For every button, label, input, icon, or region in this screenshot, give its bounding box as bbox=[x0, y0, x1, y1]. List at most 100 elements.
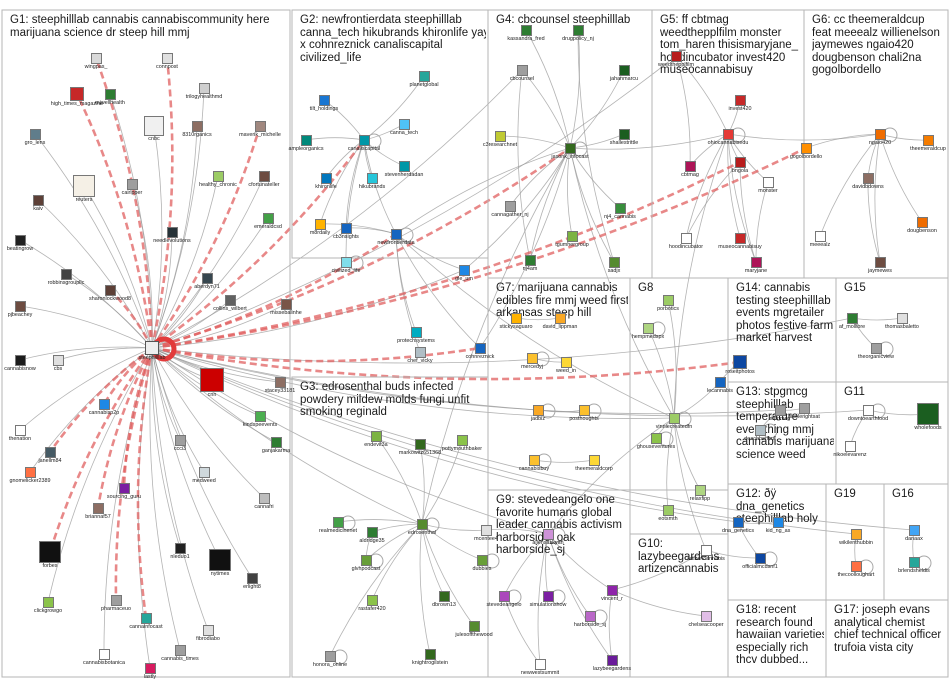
node-n128[interactable]: nicolerightsat bbox=[774, 403, 834, 421]
node-n137[interactable]: vincent_r bbox=[582, 585, 642, 603]
node-n93[interactable]: meeealz bbox=[790, 231, 850, 249]
node-n149[interactable]: brlendsheldis bbox=[884, 557, 944, 575]
node-n103[interactable]: porbotics bbox=[638, 295, 698, 313]
node-n23[interactable]: pjbeachey bbox=[0, 301, 50, 319]
node-n19[interactable]: aberdyn71 bbox=[177, 273, 237, 291]
node-n121[interactable]: rastafer420 bbox=[342, 595, 402, 613]
node-n17[interactable]: beatingrow bbox=[0, 235, 50, 253]
node-n140[interactable]: lazybeegardens bbox=[582, 655, 642, 673]
node-n18[interactable]: robbinsgroupllc bbox=[36, 269, 96, 287]
node-n62[interactable]: civilized_life bbox=[316, 257, 376, 275]
node-n81[interactable]: ohiocannabisedu bbox=[698, 129, 758, 147]
node-n148[interactable]: danaax bbox=[884, 525, 944, 543]
node-n124[interactable]: honora_online bbox=[300, 651, 360, 669]
node-n37[interactable]: medweed bbox=[174, 467, 234, 485]
node-n53[interactable]: ampleorganics bbox=[276, 135, 336, 153]
node-n15[interactable]: needlevolutions bbox=[142, 227, 202, 245]
node-n136[interactable]: simulationshow bbox=[518, 591, 578, 609]
node-n113[interactable]: theorganicview bbox=[846, 343, 906, 361]
node-n72[interactable]: jasonk_infocast bbox=[540, 143, 600, 161]
node-n84[interactable]: monster bbox=[738, 177, 798, 195]
node-n125[interactable]: knightrogilstein bbox=[400, 649, 460, 667]
node-n33[interactable]: janellm84 bbox=[20, 447, 80, 465]
node-n138[interactable]: harborside_sj bbox=[560, 611, 620, 629]
node-n104[interactable]: hempmedspx bbox=[618, 323, 678, 341]
node-n46[interactable]: cannainfocast bbox=[116, 613, 176, 631]
node-n96[interactable]: david_lippman bbox=[530, 313, 590, 331]
node-n4[interactable]: mjwellhealth bbox=[80, 89, 140, 107]
node-n6[interactable]: gro_lens bbox=[5, 129, 65, 147]
node-n34[interactable]: ganjakarma bbox=[246, 437, 306, 455]
node-n105[interactable]: vinniecreatedfn bbox=[644, 413, 704, 431]
node-n77[interactable]: nj4am bbox=[500, 255, 560, 273]
node-n108[interactable]: eotsmth bbox=[638, 505, 698, 523]
node-n29[interactable]: cannabisp2p bbox=[74, 399, 134, 417]
node-n28[interactable]: stacey33181 bbox=[250, 377, 310, 395]
node-n87[interactable]: maryjane bbox=[726, 257, 786, 275]
node-n48[interactable]: cannabis_times bbox=[150, 645, 210, 663]
node-n86[interactable]: museocannabisuy bbox=[710, 233, 770, 251]
node-n83[interactable]: bngola bbox=[710, 157, 770, 175]
node-n67[interactable]: kassandra_fred bbox=[496, 25, 556, 43]
node-n61[interactable]: newfrontierdata bbox=[366, 229, 426, 247]
node-n101[interactable]: cannabisbuy bbox=[504, 455, 564, 473]
node-n92[interactable]: dougbenson bbox=[892, 217, 950, 235]
node-n70[interactable]: jahanmarcu bbox=[594, 65, 654, 83]
node-n8[interactable]: 8310rganics bbox=[167, 121, 227, 139]
node-n120[interactable]: glvhpodcast bbox=[336, 555, 396, 573]
node-n85[interactable]: hoodincubator bbox=[656, 233, 716, 251]
node-n13[interactable]: cfortunateller bbox=[234, 171, 294, 189]
node-n145[interactable]: officialmcdsnf1 bbox=[730, 553, 790, 571]
node-n91[interactable]: davidbdowns bbox=[838, 173, 898, 191]
node-n69[interactable]: cbcounsel bbox=[492, 65, 552, 83]
node-n22[interactable]: missebalinhe bbox=[256, 299, 316, 317]
node-n65[interactable]: chef_vicky bbox=[390, 347, 450, 365]
node-n54[interactable]: canaliscapital bbox=[334, 135, 394, 153]
node-n38[interactable]: briannaf57 bbox=[68, 503, 128, 521]
node-n50[interactable]: lastly bbox=[120, 663, 180, 681]
node-n55[interactable]: canna_tech bbox=[374, 119, 434, 137]
node-n112[interactable]: thomasbaletto bbox=[872, 313, 932, 331]
node-n45[interactable]: pharmaceuo bbox=[86, 595, 146, 613]
node-n40[interactable]: forbes bbox=[20, 541, 80, 570]
node-n100[interactable]: posthoughts bbox=[554, 405, 614, 423]
node-n14[interactable]: kaiv bbox=[8, 195, 68, 213]
node-n30[interactable]: thenation bbox=[0, 425, 50, 443]
node-n134[interactable]: allensaskyan bbox=[518, 529, 578, 547]
node-n66[interactable]: cohnreznick bbox=[450, 343, 510, 361]
node-n35[interactable]: gnomelicker2389 bbox=[0, 467, 60, 485]
node-n144[interactable]: kid_ng_as bbox=[748, 517, 808, 535]
node-n32[interactable]: ccci3 bbox=[150, 435, 210, 453]
node-n24[interactable]: steephilllab bbox=[122, 341, 182, 362]
node-n44[interactable]: clickgrowgo bbox=[18, 597, 78, 615]
node-n21[interactable]: collins_wilbert bbox=[200, 295, 260, 313]
node-n51[interactable]: tilt_holdings bbox=[294, 95, 354, 113]
node-n98[interactable]: weed_in bbox=[536, 357, 596, 375]
node-n2[interactable]: connpost bbox=[137, 53, 197, 71]
node-n43[interactable]: erlight8 bbox=[222, 573, 282, 591]
node-n74[interactable]: cannagather_nj bbox=[480, 201, 540, 219]
node-n76[interactable]: tgumhergroup bbox=[542, 231, 602, 249]
node-n71[interactable]: c3researchnet bbox=[470, 131, 530, 149]
node-n39[interactable]: cannafri bbox=[234, 493, 294, 511]
node-n88[interactable]: gogolbordello bbox=[776, 143, 836, 161]
node-n133[interactable]: mcentee4 bbox=[456, 525, 516, 543]
node-n126[interactable]: dubbies bbox=[452, 555, 512, 573]
node-n147[interactable]: thecoolloughart bbox=[826, 561, 886, 579]
node-n78[interactable]: sadjx bbox=[584, 257, 644, 275]
node-n142[interactable]: artizencannabis bbox=[676, 545, 736, 563]
node-n131[interactable]: wholefoods bbox=[898, 403, 950, 432]
node-n141[interactable]: chelseacooper bbox=[676, 611, 736, 629]
node-n122[interactable]: dbrown13 bbox=[414, 591, 474, 609]
node-n107[interactable]: relaxfipp bbox=[670, 485, 730, 503]
node-n1[interactable]: wingpas_ bbox=[66, 53, 126, 71]
node-n27[interactable]: cnn bbox=[182, 368, 242, 399]
node-n123[interactable]: julesoffthewood bbox=[444, 621, 504, 639]
node-n36[interactable]: sourcing_guru bbox=[94, 483, 154, 501]
node-n110[interactable]: lecannabis bbox=[690, 377, 750, 395]
node-n106[interactable]: ghouseventures bbox=[626, 433, 686, 451]
node-n79[interactable]: weedthepplfilm bbox=[646, 51, 706, 69]
node-n11[interactable]: cairlpper bbox=[102, 179, 162, 197]
node-n130[interactable]: downtoearthfood bbox=[838, 405, 898, 423]
node-n63[interactable]: gle_um bbox=[434, 265, 494, 283]
